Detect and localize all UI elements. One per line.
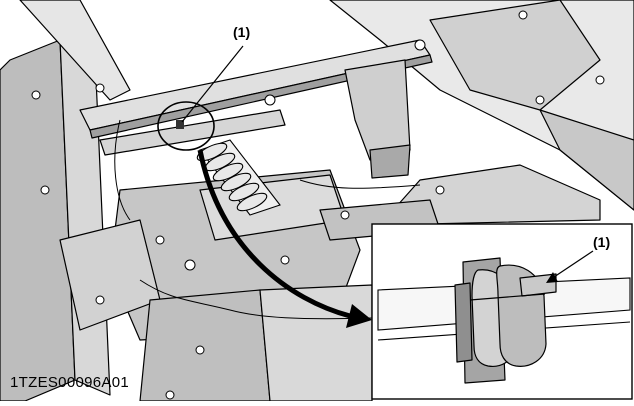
detail-inset: [371, 223, 633, 400]
callout-label-main: (1): [233, 24, 251, 40]
inset-leader-head: [546, 272, 558, 283]
zoom-arrow-head: [346, 304, 372, 328]
clip-location-marker: [176, 120, 184, 129]
inset-callout-leader: [547, 250, 594, 282]
bolts: [31, 10, 605, 400]
coil-spring-icon: [196, 139, 281, 216]
hoses: [114, 119, 421, 320]
callout-label-inset: (1): [593, 234, 611, 250]
highlight-circle: [157, 101, 215, 151]
callout-leader: [181, 45, 244, 123]
figure-code: 1TZES00096A01: [10, 374, 129, 391]
clamp-clip-icon: [454, 257, 557, 384]
zoom-arrow: [197, 149, 351, 319]
